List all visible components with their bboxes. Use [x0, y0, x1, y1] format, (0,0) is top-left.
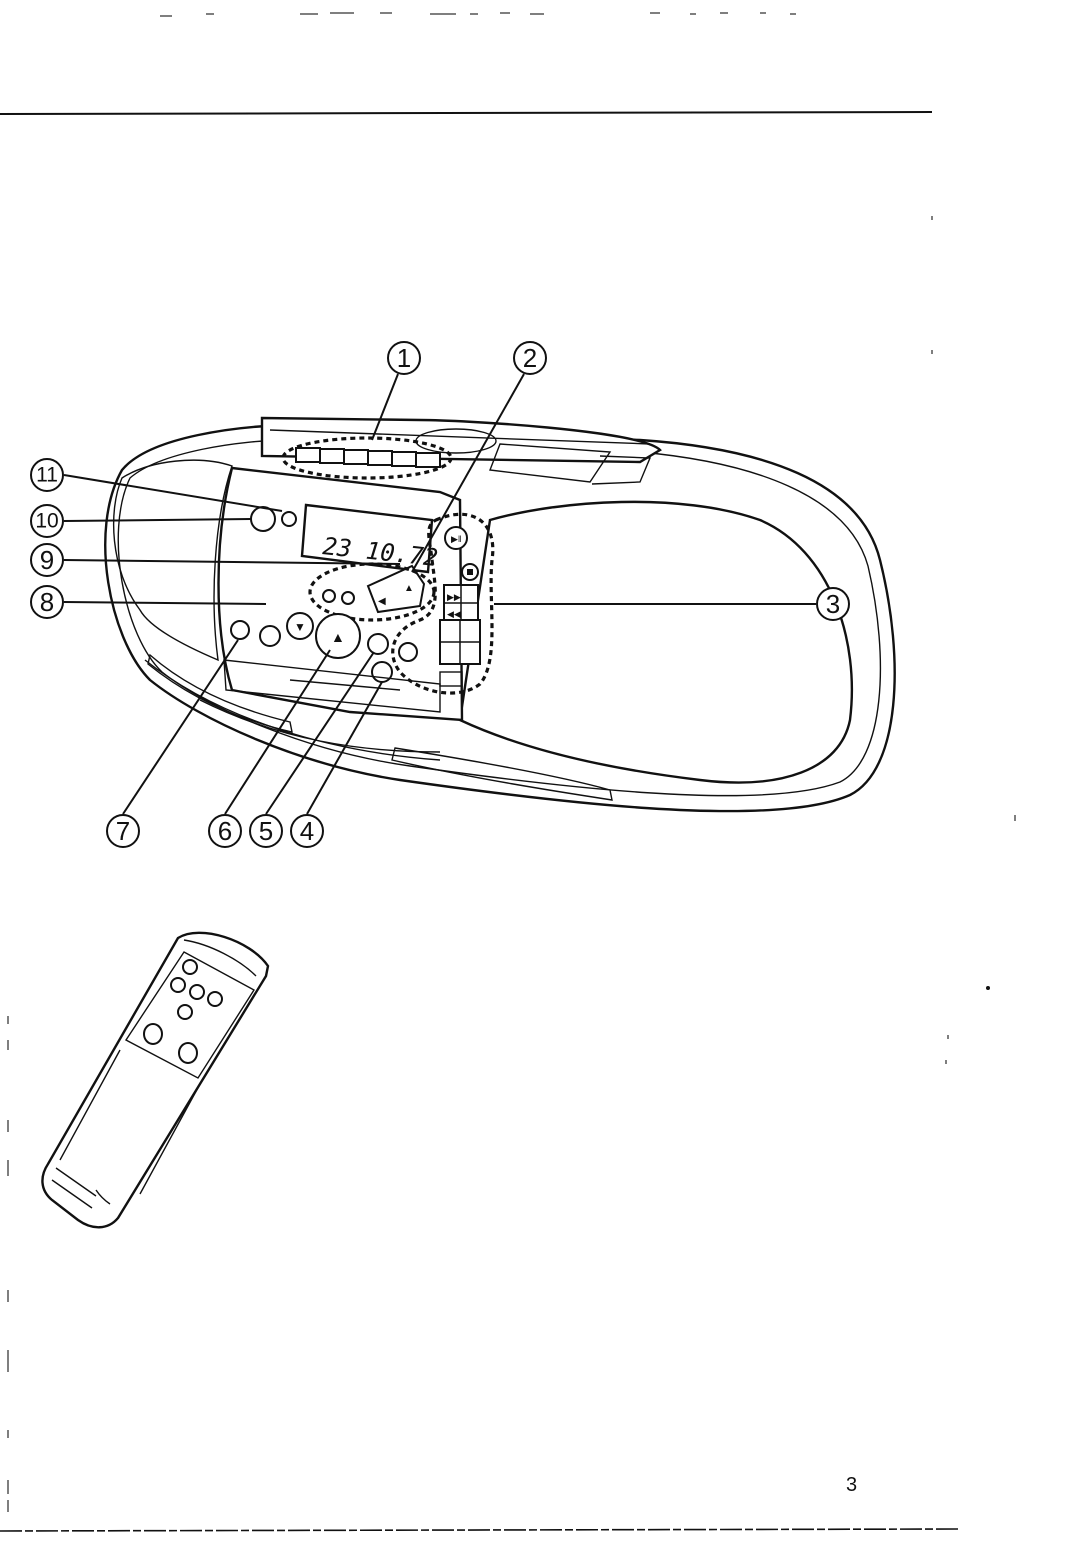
top-rule: [0, 111, 933, 115]
remote-button-4[interactable]: [207, 991, 223, 1007]
remote-volume-up[interactable]: [178, 1042, 198, 1064]
leader-10: [63, 518, 252, 522]
cassette-play-icon: ▲: [331, 629, 345, 645]
leader-11: [63, 474, 283, 512]
indicator-led: [281, 511, 297, 527]
boombox: 23 10.72 ◀ ▲ ▶‖ ▶▶ ◀◀: [104, 416, 896, 813]
callout-2-label: 2: [523, 343, 537, 373]
bottom-rule: [0, 1528, 961, 1532]
callout-10-label: 10: [35, 510, 58, 533]
top-button-2[interactable]: [319, 448, 345, 464]
page-number: 3: [846, 1474, 858, 1496]
mode-button[interactable]: [398, 642, 418, 662]
cassette-button-5[interactable]: [367, 633, 389, 655]
callout-5: 5: [249, 814, 283, 848]
callout-6: 6: [208, 814, 242, 848]
margin-dot: [986, 986, 990, 990]
left-speaker: [112, 459, 233, 662]
stop-icon: [467, 569, 473, 575]
callout-1: 1: [387, 341, 421, 375]
callout-4: 4: [290, 814, 324, 848]
remote-sensor: [439, 671, 463, 687]
leader-8: [63, 601, 267, 605]
cassette-record-button[interactable]: [286, 612, 314, 640]
callout-1-label: 1: [397, 343, 411, 373]
leader-4: [306, 681, 383, 815]
playback-cluster-highlight: [391, 512, 495, 695]
callout-5-label: 5: [259, 816, 273, 846]
leader-7: [122, 639, 239, 815]
lcd-display: [300, 503, 434, 574]
remote-tip: [51, 1167, 97, 1209]
top-button-4[interactable]: [367, 450, 393, 466]
power-button[interactable]: [250, 506, 276, 532]
margin-marks: [7, 216, 1016, 1512]
top-row-highlight: [281, 436, 453, 480]
tune-down-icon: ◀: [378, 596, 386, 607]
top-scan-marks: [160, 12, 796, 17]
top-button-row: [281, 436, 453, 480]
base-slot-right: [391, 747, 613, 801]
right-speaker: [458, 500, 854, 784]
cassette-door-slot: [289, 679, 401, 691]
remote-button-3[interactable]: [189, 984, 205, 1000]
remote-side-lines: [59, 1049, 201, 1205]
remote-control: [41, 931, 270, 1229]
tune-up-icon: ▲: [404, 583, 414, 594]
remote-face: [124, 951, 255, 1079]
cassette-door: [223, 659, 441, 713]
cd-lid-window: [489, 443, 612, 483]
base-slot-left: [147, 653, 293, 733]
play-pause-button[interactable]: [444, 526, 468, 550]
lid-step-right: [591, 455, 652, 485]
callout-11-label: 11: [36, 464, 58, 487]
cassette-play-button[interactable]: [315, 613, 361, 659]
remote-button-5[interactable]: [177, 1004, 193, 1020]
callout-3-label: 3: [826, 589, 840, 619]
small-button-a[interactable]: [322, 589, 336, 603]
callout-2: 2: [513, 341, 547, 375]
callout-4-label: 4: [300, 816, 314, 846]
remote-volume-down[interactable]: [143, 1023, 163, 1045]
leader-6: [224, 649, 331, 815]
prev-icon: ◀◀: [447, 609, 461, 619]
remote-button-2[interactable]: [170, 977, 186, 993]
headphone-jack[interactable]: [230, 620, 250, 640]
callout-10: 10: [30, 504, 64, 538]
top-button-3[interactable]: [343, 449, 369, 465]
top-button-5[interactable]: [391, 451, 417, 467]
top-button-1[interactable]: [295, 447, 321, 463]
next-icon: ▶▶: [447, 592, 461, 602]
cassette-record-icon: ▼: [294, 620, 306, 634]
play-pause-icon: ▶‖: [451, 534, 462, 544]
callout-3: 3: [816, 587, 850, 621]
small-button-b[interactable]: [341, 591, 355, 605]
callout-7: 7: [106, 814, 140, 848]
leader-5: [265, 651, 375, 815]
callout-8: 8: [30, 585, 64, 619]
top-button-6[interactable]: [415, 452, 441, 468]
volume-knob[interactable]: [259, 625, 281, 647]
callout-7-label: 7: [116, 816, 130, 846]
leader-2: [411, 373, 525, 573]
handle-ridge: [269, 429, 651, 445]
callout-11: 11: [30, 458, 64, 492]
remote-body: [41, 931, 270, 1229]
remote-button-1[interactable]: [182, 959, 198, 975]
callout-6-label: 6: [218, 816, 232, 846]
callout-9-label: 9: [40, 545, 54, 575]
leader-1: [371, 373, 399, 441]
callout-9: 9: [30, 543, 64, 577]
leader-9: [63, 559, 401, 565]
callout-8-label: 8: [40, 587, 54, 617]
remote-top-band: [183, 939, 257, 977]
